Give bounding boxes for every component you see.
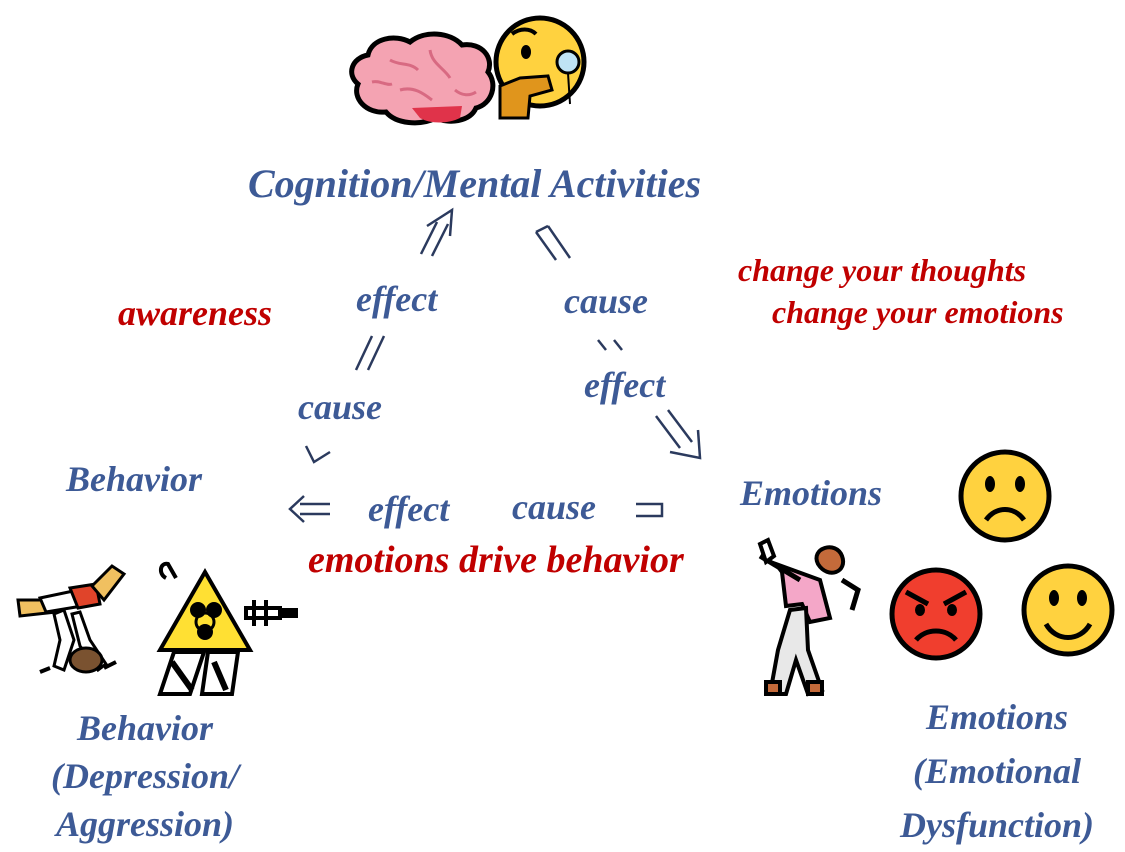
frowning-face-icon	[958, 449, 1052, 543]
smiling-face-icon	[1021, 563, 1115, 657]
annotation-change-emotions: change your emotions	[772, 294, 1064, 330]
caption-emotions-line-2: (Emotional	[912, 751, 1082, 791]
arrow-left-mid-ticks	[354, 335, 386, 371]
edge-left-cause: cause	[298, 387, 382, 427]
caption-behavior-line-3: Aggression)	[55, 804, 235, 844]
annotation-change-thoughts: change your thoughts	[738, 252, 1027, 288]
thinking-face-monocle-icon	[493, 15, 587, 120]
caption-behavior-line-2: (Depression/	[51, 756, 239, 796]
annotation-emotions-drive: emotions drive behavior	[308, 539, 684, 581]
person-golfing-icon	[757, 537, 861, 697]
caption-emotions: Emotions (Emotional Dysfunction)	[872, 690, 1122, 852]
arrow-left-upper	[419, 207, 454, 257]
node-behavior: Behavior	[66, 459, 203, 499]
arrow-bottom-tail	[636, 502, 664, 518]
edge-right-cause: cause	[564, 281, 648, 321]
caption-emotions-line-3: Dysfunction)	[899, 805, 1094, 845]
edge-bottom-effect: effect	[368, 489, 450, 529]
arrow-right-lower-head	[655, 409, 702, 460]
annotation-awareness: awareness	[118, 293, 273, 333]
brain-icon	[349, 31, 496, 126]
edge-right-effect: effect	[584, 365, 666, 405]
angry-face-icon	[889, 567, 983, 661]
caption-behavior: Behavior (Depression/ Aggression)	[0, 704, 290, 848]
biohazard-robot-icon	[156, 561, 298, 696]
edge-bottom-cause: cause	[512, 487, 596, 527]
node-cognition: Cognition/Mental Activities	[248, 161, 702, 206]
node-emotions: Emotions	[740, 473, 883, 513]
caption-behavior-line-1: Behavior	[76, 708, 213, 748]
arrow-right-mid-ticks	[597, 339, 623, 351]
arrow-bottom-head	[288, 495, 330, 523]
arrow-right-upper-tail	[534, 224, 572, 261]
arrow-left-lower-tail	[304, 445, 331, 464]
edge-left-effect: effect	[356, 279, 438, 319]
person-cartwheeling-icon	[16, 564, 127, 674]
caption-emotions-line-1: Emotions	[925, 697, 1069, 737]
